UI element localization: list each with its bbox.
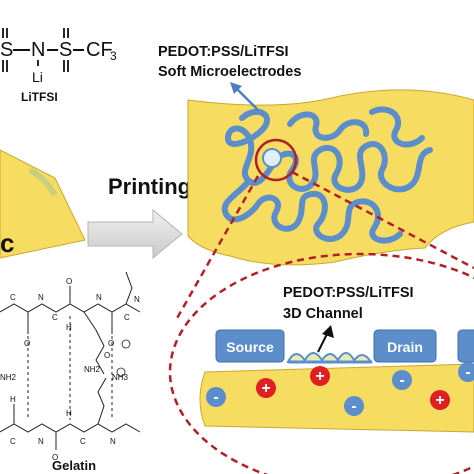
channel-pointer-head — [322, 325, 334, 338]
cut-label: c — [0, 228, 14, 258]
gelatin-structure — [0, 271, 141, 450]
gelatin-backbone-bottom — [0, 423, 141, 433]
charge-plus-icon — [116, 367, 126, 377]
gelatin-chain — [125, 271, 133, 305]
gelatin-chain — [95, 329, 105, 375]
litfsi-li: Li — [32, 69, 43, 85]
left-yellow-sheet — [0, 149, 86, 259]
electrode-trace — [369, 106, 425, 148]
atom: NH3 — [112, 373, 129, 382]
zoom-circle — [254, 138, 298, 182]
drain-electrode — [373, 329, 437, 363]
ion-1: + — [256, 378, 276, 398]
atom: C — [10, 437, 16, 446]
zoom-line-left — [174, 175, 260, 321]
ion-0: - — [206, 387, 226, 407]
zoom-callout — [168, 170, 474, 474]
atom: O — [66, 277, 72, 286]
left-panel-fragment: c — [0, 149, 86, 259]
atom: C — [52, 313, 58, 322]
printing-arrow — [87, 208, 183, 260]
zoom-ellipse — [168, 252, 474, 474]
atom: H — [66, 323, 72, 332]
electrode-pointer-arrowhead — [230, 82, 242, 94]
ion-3: - — [344, 396, 364, 416]
electrode-trace — [224, 108, 433, 193]
litfsi-n: N — [31, 39, 45, 61]
ion-sign: + — [261, 380, 270, 397]
ion-4: - — [392, 370, 412, 390]
litfsi-structure: S N S CF 3 Li LiTFSI — [0, 28, 117, 104]
channel-title-line2: 3D Channel — [283, 306, 363, 322]
atom: C — [124, 313, 130, 322]
litfsi-cf3-sub: 3 — [110, 49, 117, 63]
litfsi-s-right: S — [59, 39, 72, 61]
printing-label: Printing — [108, 174, 191, 199]
atom: C — [10, 293, 16, 302]
left-sheet-trace — [28, 167, 58, 197]
electrode-trace — [287, 111, 370, 141]
gate-electrode-partial — [457, 329, 474, 363]
atom: O — [24, 339, 30, 348]
gelatin-bond — [83, 311, 97, 331]
ion-sign: - — [465, 364, 470, 381]
electrode-title: PEDOT:PSS/LiTFSI Soft Microelectrodes — [158, 44, 301, 80]
source-label: Source — [226, 339, 274, 355]
atom: N — [96, 293, 102, 302]
atom: H — [10, 395, 16, 404]
gelatin-atoms: C N C N C N C N C N O O O O O NH2 NH3 NH… — [0, 277, 140, 462]
litfsi-s-left: S — [0, 39, 13, 61]
serpentine-electrodes — [221, 106, 433, 244]
atom: N — [110, 437, 116, 446]
atom: NH2 — [0, 373, 17, 382]
electrode-pointer-arrow — [235, 87, 259, 111]
atom: N — [38, 293, 44, 302]
litfsi-caption: LiTFSI — [21, 90, 58, 104]
atom: C — [80, 437, 86, 446]
zoom-spot — [262, 148, 282, 168]
electrode-sheet — [187, 82, 474, 266]
charge-minus-icon — [121, 339, 131, 349]
gelatin-backbone-top — [0, 303, 141, 313]
printing-step: Printing — [87, 174, 191, 260]
electrode-title-line1: PEDOT:PSS/LiTFSI — [158, 44, 289, 60]
drain-label: Drain — [387, 339, 423, 355]
ion-2: + — [310, 366, 330, 386]
atom: N — [134, 295, 140, 304]
litfsi-cf3: CF — [86, 39, 113, 61]
ion-sign: - — [351, 398, 356, 415]
atom: N — [38, 437, 44, 446]
atom: O — [104, 351, 110, 360]
ion-5: + — [430, 390, 450, 410]
atom: H — [66, 409, 72, 418]
device-cross-section: Source Drain - + + - — [199, 329, 474, 433]
channel-title-line1: PEDOT:PSS/LiTFSI — [283, 285, 414, 301]
gelatin-caption: Gelatin — [52, 458, 96, 473]
gelatin-chain — [97, 377, 107, 425]
atom: O — [52, 453, 58, 462]
ion-sign: - — [399, 372, 404, 389]
atom: NH2 — [84, 365, 101, 374]
channel-title: PEDOT:PSS/LiTFSI 3D Channel — [283, 285, 414, 353]
zoom-line-right — [291, 170, 474, 270]
electrode-title-line2: Soft Microelectrodes — [158, 64, 301, 80]
electrode-trace — [221, 179, 403, 244]
ion-6: - — [458, 362, 474, 382]
source-electrode — [215, 329, 285, 363]
ion-sign: + — [435, 392, 444, 409]
atom: O — [108, 339, 114, 348]
ion-sign: - — [213, 389, 218, 406]
ion-sign: + — [315, 368, 324, 385]
